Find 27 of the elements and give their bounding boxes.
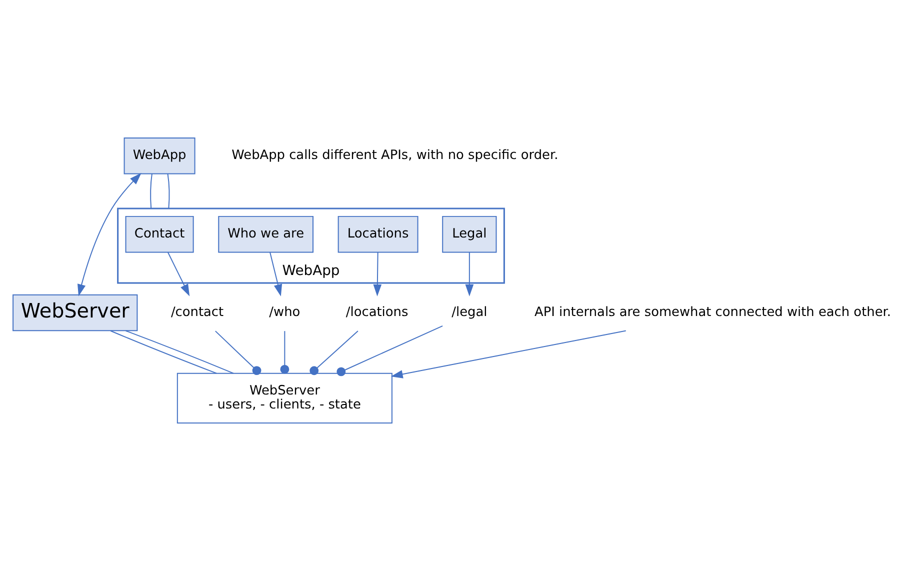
node-box: WebApp bbox=[124, 137, 196, 174]
node-text: API internals are somewhat connected with each other. bbox=[534, 305, 892, 320]
node-box: Contact bbox=[125, 216, 194, 253]
node-box: Legal bbox=[442, 216, 497, 253]
connector bbox=[167, 173, 170, 209]
node-text: /who bbox=[269, 305, 300, 320]
connector bbox=[125, 330, 234, 374]
node-text: /legal bbox=[452, 305, 488, 320]
node-text: /locations bbox=[346, 305, 408, 320]
connector bbox=[336, 325, 444, 376]
arrow bbox=[373, 252, 382, 296]
connector bbox=[150, 173, 152, 209]
node-text: /contact bbox=[170, 305, 224, 320]
connector bbox=[110, 330, 218, 374]
connector bbox=[214, 330, 262, 376]
arrow bbox=[270, 252, 282, 296]
arrow bbox=[465, 252, 474, 296]
connector bbox=[310, 330, 358, 376]
node-box: WebServer - users, - clients, - state bbox=[176, 372, 392, 424]
connector bbox=[280, 330, 290, 374]
arrow bbox=[77, 172, 142, 296]
node-box: Locations bbox=[338, 216, 418, 253]
arrow bbox=[390, 330, 626, 378]
arrow bbox=[167, 252, 190, 296]
node-box: WebServer bbox=[12, 294, 138, 332]
label: WebApp calls different APIs, with no specific order. bbox=[232, 148, 558, 164]
node-box: Who we are bbox=[218, 216, 314, 253]
